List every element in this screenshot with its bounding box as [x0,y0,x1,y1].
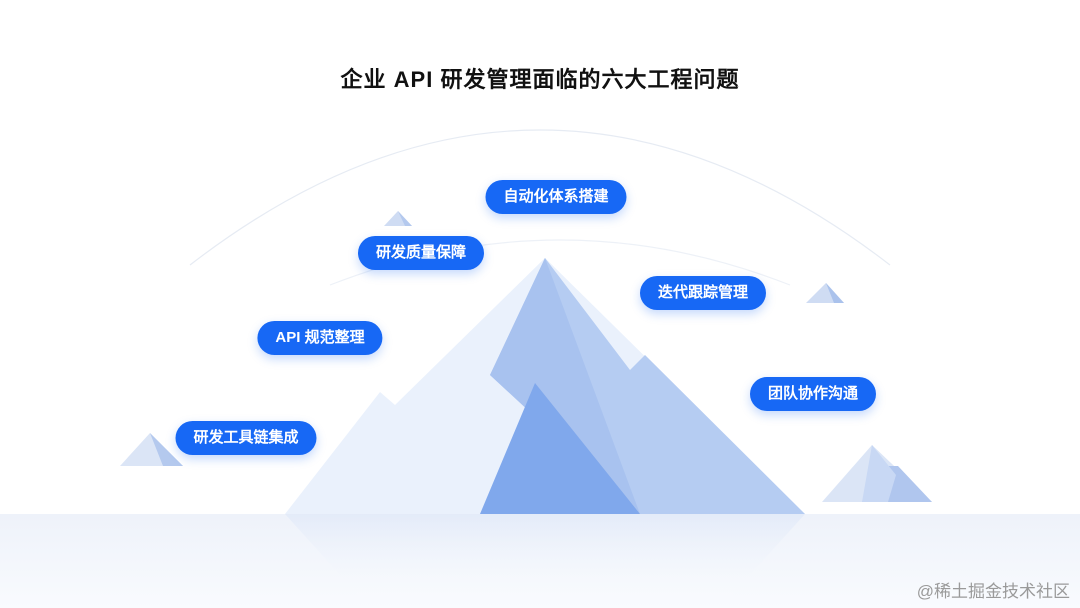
problem-pill-collaboration: 团队协作沟通 [749,377,877,411]
outer-arc [189,129,891,266]
problem-pill-quality: 研发质量保障 [357,236,485,270]
small-peak-top-left [384,211,412,226]
problem-pill-iteration: 迭代跟踪管理 [639,276,767,310]
main-mountain [285,258,805,514]
problem-pill-api-spec: API 规范整理 [257,321,383,355]
small-peak-bottom-right [822,445,932,502]
page-title: 企业 API 研发管理面临的六大工程问题 [340,67,740,92]
problem-pill-automation: 自动化体系搭建 [485,180,627,214]
watermark: @稀土掘金技术社区 [916,582,1070,601]
small-peak-right [806,283,844,303]
small-peak-left [120,433,183,466]
mountain-reflection [285,514,805,608]
problem-pill-toolchain: 研发工具链集成 [175,421,317,455]
